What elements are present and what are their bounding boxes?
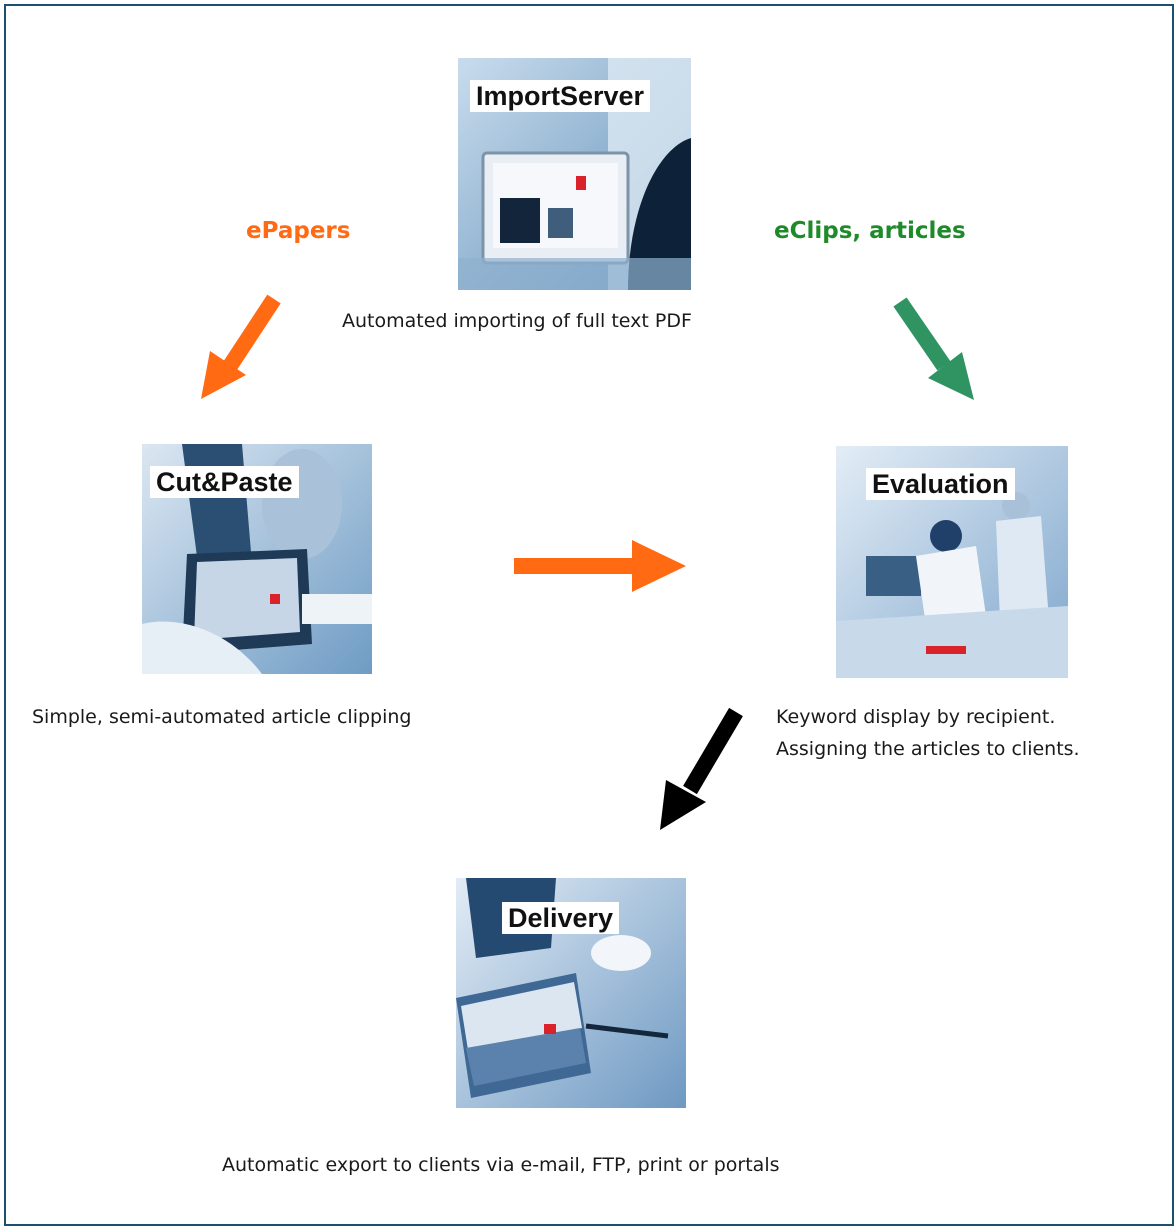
cut-paste-caption: Simple, semi-automated article clipping	[32, 706, 412, 728]
cut-paste-label: Cut&Paste	[150, 466, 299, 498]
evaluation-caption-line1: Keyword display by recipient.	[776, 706, 1056, 728]
arrow-cutpaste-to-evaluation	[514, 540, 686, 592]
evaluation-photo: Evaluation	[836, 446, 1068, 678]
arrow-import-to-evaluation	[893, 297, 974, 400]
cut-paste-photo: Cut&Paste	[142, 444, 372, 674]
eclips-articles-label: eClips, articles	[774, 218, 966, 244]
import-server-photo: ImportServer	[458, 58, 691, 290]
diagram-frame: ImportServer ePapers eClips, articles Au…	[4, 4, 1174, 1226]
delivery-caption: Automatic export to clients via e-mail, …	[222, 1154, 780, 1176]
delivery-photo: Delivery	[456, 878, 686, 1108]
epapers-label: ePapers	[246, 218, 351, 244]
import-server-caption: Automated importing of full text PDF	[342, 310, 692, 332]
arrow-import-to-cutpaste	[201, 294, 281, 399]
arrow-evaluation-to-delivery	[660, 707, 743, 830]
delivery-label: Delivery	[502, 902, 620, 934]
evaluation-label: Evaluation	[866, 468, 1015, 500]
evaluation-caption-line2: Assigning the articles to clients.	[776, 738, 1080, 760]
import-server-label: ImportServer	[470, 80, 651, 112]
